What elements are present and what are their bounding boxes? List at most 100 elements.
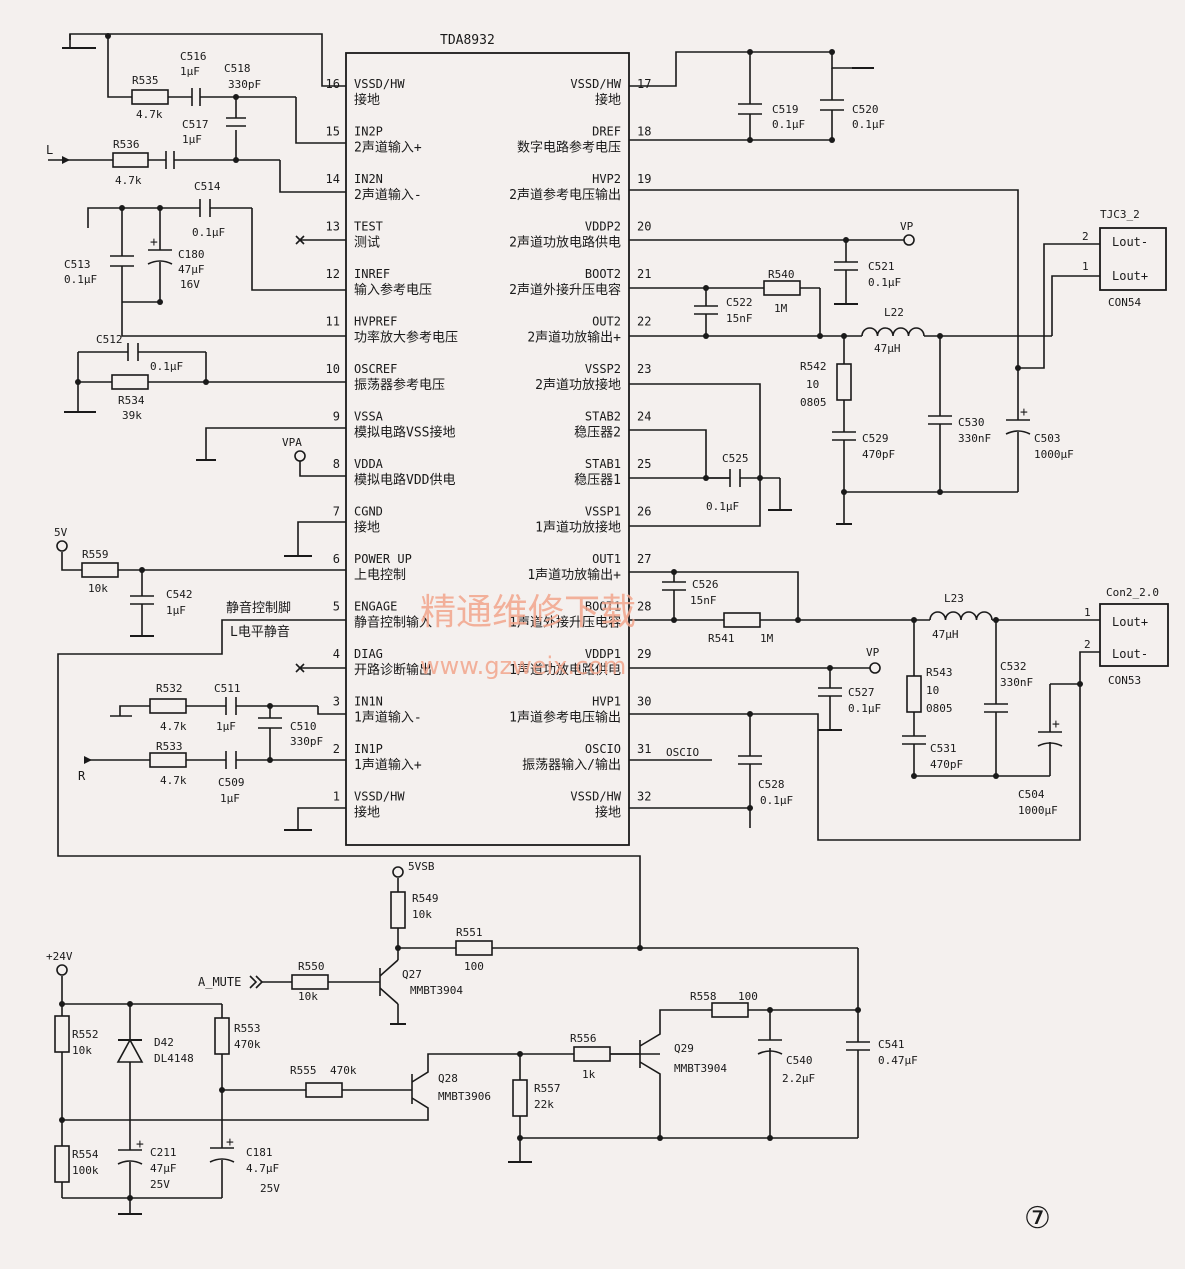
c526-capacitor: [662, 581, 686, 591]
c526-ref: C526: [692, 578, 719, 591]
c541-value: 0.47μF: [878, 1054, 918, 1067]
page-number: ⑦: [1024, 1201, 1051, 1236]
pin-name: VDDP1: [585, 647, 621, 661]
wires-vddp2: [629, 239, 904, 305]
tjc3-connector: [1099, 227, 1167, 291]
pin-name: IN2P: [354, 125, 383, 139]
pin-desc: 接地: [595, 805, 621, 821]
c525-capacitor: [729, 469, 741, 487]
c516-capacitor: [191, 88, 201, 106]
pin-number: 13: [326, 220, 340, 234]
pin-number: 4: [333, 647, 340, 661]
r552-ref: R552: [72, 1028, 99, 1041]
tjc3-name: TJC3_2: [1100, 208, 1140, 221]
c509-ref: C509: [218, 776, 245, 789]
c509-value: 1μF: [220, 792, 240, 805]
vp-terminal-icon: [903, 234, 915, 246]
r555-value: 470k: [330, 1064, 357, 1077]
l22-ref: L22: [884, 306, 904, 319]
r558-value: 100: [738, 990, 758, 1003]
c512-value: 0.1μF: [150, 360, 183, 373]
r543-package: 0805: [926, 702, 953, 715]
pin-name: HVPREF: [354, 315, 397, 329]
pin-desc: 接地: [354, 805, 380, 821]
pin-name: OUT2: [592, 315, 621, 329]
r542-value: 10: [806, 378, 819, 391]
r542-resistor: [836, 363, 852, 401]
pin-name: HVP1: [592, 695, 621, 709]
wires-ch2-input: [48, 33, 346, 193]
pin-desc: 功率放大参考电压: [354, 330, 458, 346]
c516-ref: C516: [180, 50, 207, 63]
r551-value: 100: [464, 960, 484, 973]
a-mute-arrow-icon: [249, 975, 258, 989]
pin-desc: 1声道功放接地: [535, 520, 621, 536]
c542-capacitor: [130, 595, 154, 605]
pin-number: 19: [637, 172, 651, 186]
pin-number: 31: [637, 742, 651, 756]
5vsb-label: 5VSB: [408, 860, 435, 873]
c531-capacitor: [902, 735, 926, 745]
c511-ref: C511: [214, 682, 241, 695]
wires-right-top: [629, 51, 1019, 492]
5v-label: 5V: [54, 526, 68, 539]
pin-number: 29: [637, 647, 651, 661]
q27-ref: Q27: [402, 968, 422, 981]
pin-number: 26: [637, 505, 651, 519]
r549-ref: R549: [412, 892, 439, 905]
pin-name: STAB1: [585, 457, 621, 471]
pin-name: STAB2: [585, 410, 621, 424]
pin-desc: 上电控制: [354, 568, 406, 583]
c211-plus-icon: +: [136, 1137, 144, 1152]
pin-name: OSCREF: [354, 362, 397, 376]
pin-number: 25: [637, 457, 651, 471]
q29-ref: Q29: [674, 1042, 694, 1055]
wires-stab: [629, 383, 792, 527]
r541-resistor: [723, 612, 761, 628]
c511-capacitor: [225, 697, 237, 715]
c528-ref: C528: [758, 778, 785, 791]
c211-voltage: 25V: [150, 1178, 170, 1191]
c518-capacitor: [226, 117, 246, 127]
mute-pin-note: 静音控制脚: [226, 600, 291, 616]
pin-number: 14: [326, 172, 340, 186]
r557-ref: R557: [534, 1082, 561, 1095]
c522-value: 15nF: [726, 312, 753, 325]
r557-resistor: [512, 1079, 528, 1117]
c514-ref: C514: [194, 180, 221, 193]
r543-resistor: [906, 675, 922, 713]
c520-capacitor: [820, 99, 844, 111]
q29-type: MMBT3904: [674, 1062, 727, 1075]
pin-desc: 接地: [595, 92, 621, 108]
pin-name: INREF: [354, 267, 390, 281]
r554-ref: R554: [72, 1148, 99, 1161]
c542-value: 1μF: [166, 604, 186, 617]
c503-value: 1000μF: [1034, 448, 1074, 461]
c532-capacitor: [984, 703, 1008, 713]
con2-connector: [1099, 603, 1169, 667]
c530-value: 330nF: [958, 432, 991, 445]
r-input-arrow-icon: [84, 756, 92, 764]
mute-level-note: L电平静音: [230, 624, 290, 640]
c532-value: 330nF: [1000, 676, 1033, 689]
r551-ref: R551: [456, 926, 483, 939]
pin-desc: 输入参考电压: [354, 282, 432, 298]
pin-name: HVP2: [592, 172, 621, 186]
c512-ref: C512: [96, 333, 123, 346]
r556-value: 1k: [582, 1068, 596, 1081]
d42-diode-icon: [116, 1038, 144, 1063]
wires-power-up: [61, 552, 346, 637]
c512-capacitor: [127, 343, 139, 361]
c517-capacitor: [165, 151, 175, 169]
pin-name: VSSP1: [585, 505, 621, 519]
24v-label: +24V: [46, 950, 73, 963]
c525-value: 0.1μF: [706, 500, 739, 513]
r532-value: 4.7k: [160, 720, 187, 733]
pin-desc: 2声道功放电路供电: [509, 235, 621, 251]
c527-value: 0.1μF: [848, 702, 881, 715]
pin-name: POWER UP: [354, 552, 412, 566]
c180-ref: C180: [178, 248, 205, 261]
pin-number: 6: [333, 552, 340, 566]
pin-name: BOOT2: [585, 267, 621, 281]
pin-number: 24: [637, 410, 651, 424]
